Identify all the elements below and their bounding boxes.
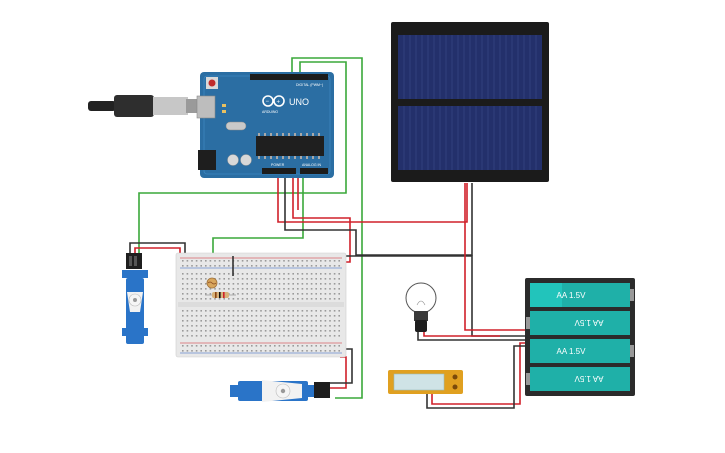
- battery-cell-4: AA 1.5V: [526, 367, 630, 391]
- usb-cable[interactable]: [88, 95, 202, 117]
- photoresistor[interactable]: [206, 277, 218, 289]
- battery-cell-1: AA 1.5V: [530, 283, 634, 307]
- arduino-logo: − +: [262, 95, 285, 107]
- battery-pack[interactable]: AA 1.5V AA 1.5V AA 1.5V AA 1.5V: [525, 278, 635, 396]
- svg-text:−: −: [266, 99, 270, 105]
- red-wire-lcd[interactable]: [431, 342, 527, 405]
- servo-motor-left[interactable]: [122, 253, 148, 344]
- black-wire-lcd[interactable]: [426, 345, 527, 409]
- servo-motor-bottom[interactable]: [230, 380, 330, 402]
- svg-text:+: +: [277, 100, 281, 106]
- green-wire-servo-bottom[interactable]: [291, 57, 363, 399]
- green-wire-servo-left[interactable]: [138, 61, 347, 253]
- solar-cell-grid: [403, 35, 537, 170]
- arduino-digital-header-label: DIGITAL (PWM~): [296, 83, 323, 87]
- battery-cell-1-label: AA 1.5V: [557, 291, 587, 300]
- arduino-brand-label: ARDUINO: [262, 110, 278, 114]
- red-wire-5v[interactable]: [277, 175, 468, 223]
- red-wire-solar-battery[interactable]: [464, 183, 527, 331]
- lcd-module[interactable]: [388, 370, 463, 394]
- resistor[interactable]: [205, 292, 236, 298]
- battery-cell-4-label: AA 1.5V: [574, 374, 604, 383]
- arduino-analog-header-label: ANALOG IN: [302, 163, 322, 167]
- battery-cell-3: AA 1.5V: [530, 339, 634, 363]
- black-wire-bulb[interactable]: [417, 332, 527, 341]
- battery-cell-3-label: AA 1.5V: [557, 347, 587, 356]
- black-wire-servo-left[interactable]: [129, 242, 186, 256]
- breadboard[interactable]: [175, 252, 347, 358]
- arduino-power-header-label: POWER: [271, 163, 285, 167]
- arduino-model-label: UNO: [289, 97, 309, 107]
- wires: [129, 57, 527, 409]
- light-bulb[interactable]: [405, 282, 437, 332]
- battery-cell-2: AA 1.5V: [526, 311, 630, 335]
- black-wire-gnd[interactable]: [284, 175, 473, 256]
- solar-panel[interactable]: [391, 22, 549, 182]
- breadboard-holes: [182, 260, 340, 352]
- arduino-uno[interactable]: − + UNO ARDUINO DIGITAL (PWM~) POWER ANA…: [196, 72, 334, 178]
- battery-cell-2-label: AA 1.5V: [574, 318, 604, 327]
- red-wire-bulb[interactable]: [423, 332, 500, 337]
- red-wire-bb-power[interactable]: [292, 175, 351, 263]
